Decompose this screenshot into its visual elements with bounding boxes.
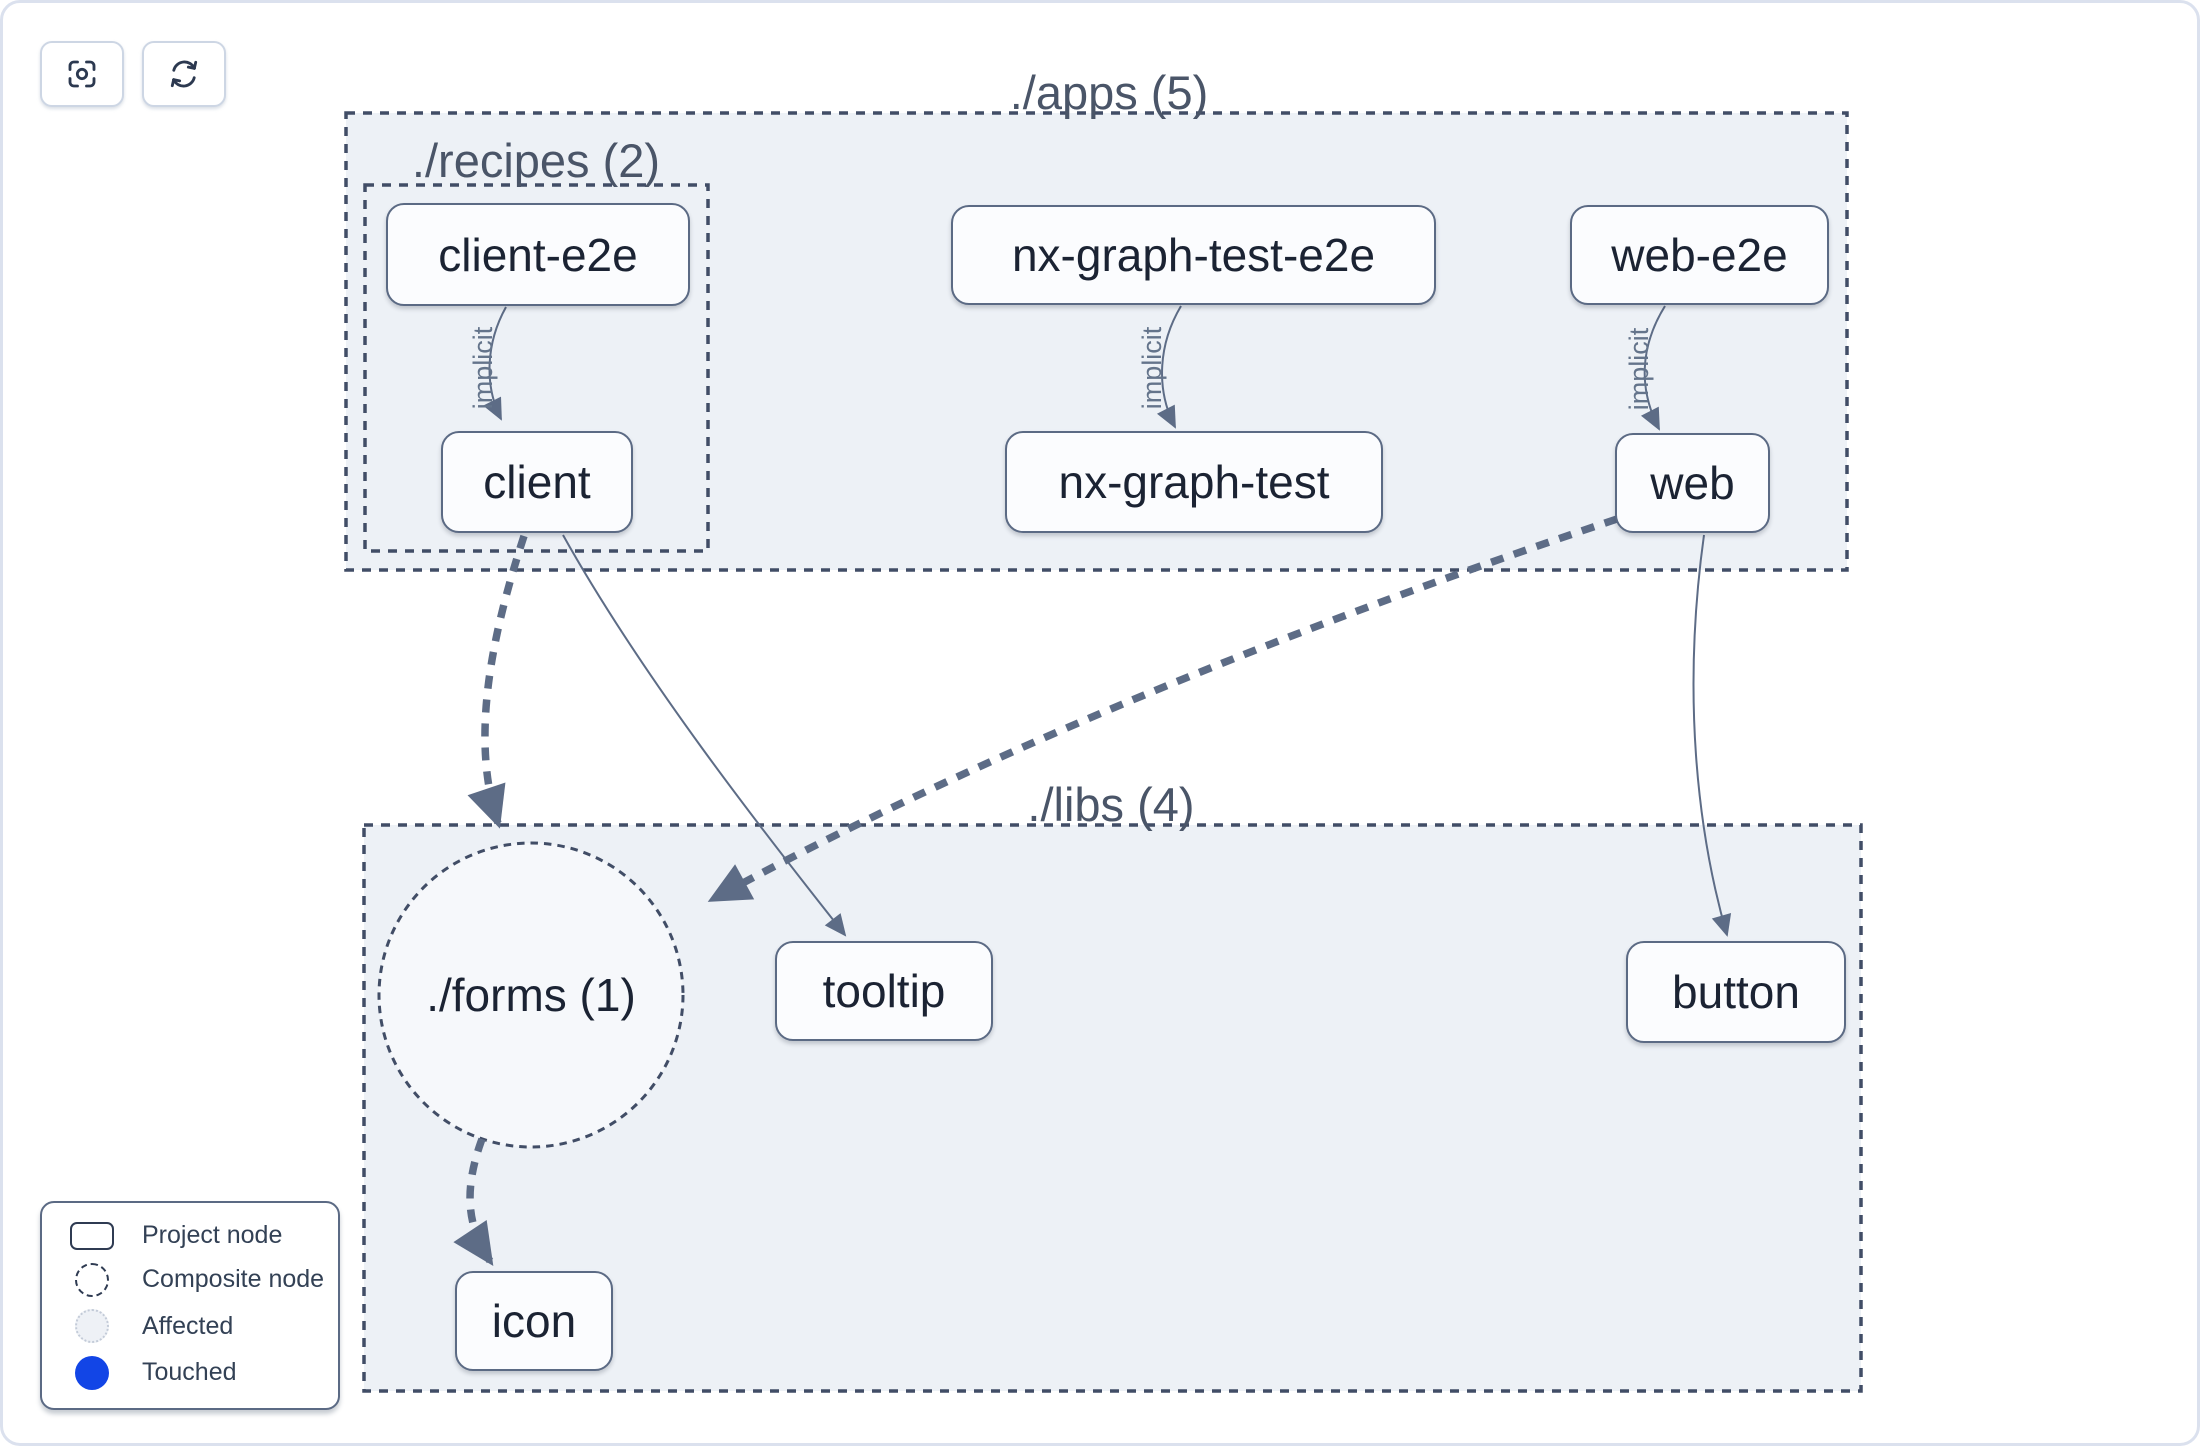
touched-swatch bbox=[68, 1355, 116, 1390]
focus-view-button[interactable] bbox=[40, 41, 124, 107]
legend-label: Touched bbox=[142, 1358, 237, 1387]
edge-web-to-button bbox=[1692, 534, 1732, 937]
legend-label: Affected bbox=[142, 1311, 234, 1340]
graph-toolbar bbox=[40, 41, 226, 107]
graph-edges-layer: ./apps (5) ./recipes (2) ./libs (4) impl… bbox=[344, 66, 1863, 1393]
node-tooltip[interactable]: tooltip bbox=[775, 941, 993, 1041]
node-web-e2e[interactable]: web-e2e bbox=[1570, 205, 1829, 305]
node-nx-graph-test-e2e[interactable]: nx-graph-test-e2e bbox=[951, 205, 1436, 305]
cluster-libs-label[interactable]: ./libs (4) bbox=[1027, 778, 1194, 831]
legend-item-project-node: Project node bbox=[42, 1221, 338, 1250]
node-client[interactable]: client bbox=[441, 431, 633, 533]
refresh-button[interactable] bbox=[142, 41, 226, 107]
edge-nx-graph-test-e2e-to-nx-graph-test bbox=[1156, 305, 1182, 429]
graph-legend: Project node Composite node Affected Tou… bbox=[40, 1201, 340, 1410]
legend-item-touched: Touched bbox=[42, 1355, 338, 1390]
project-node-swatch bbox=[68, 1221, 116, 1250]
legend-item-affected: Affected bbox=[42, 1309, 338, 1344]
node-nx-graph-test[interactable]: nx-graph-test bbox=[1005, 431, 1383, 533]
cluster-recipes bbox=[363, 183, 710, 553]
edge-client-e2e-to-client bbox=[483, 306, 507, 421]
node-button[interactable]: button bbox=[1626, 941, 1846, 1043]
cluster-recipes-label[interactable]: ./recipes (2) bbox=[412, 134, 660, 187]
composite-node-forms-label[interactable]: ./forms (1) bbox=[426, 969, 636, 1021]
legend-label: Project node bbox=[142, 1221, 283, 1250]
affected-swatch bbox=[68, 1309, 116, 1344]
edge-client-to-tooltip bbox=[562, 534, 847, 937]
legend-label: Composite node bbox=[142, 1265, 325, 1294]
node-icon[interactable]: icon bbox=[455, 1271, 613, 1371]
composite-node-forms[interactable] bbox=[377, 841, 685, 1149]
edge-label-implicit-1: implicit bbox=[468, 326, 498, 409]
refresh-icon bbox=[166, 56, 202, 92]
focus-icon bbox=[64, 56, 100, 92]
node-web[interactable]: web bbox=[1615, 433, 1770, 533]
edge-label-implicit-2: implicit bbox=[1137, 326, 1167, 409]
node-client-e2e[interactable]: client-e2e bbox=[386, 203, 690, 306]
cluster-apps-label[interactable]: ./apps (5) bbox=[1010, 66, 1209, 119]
composite-node-swatch bbox=[68, 1262, 116, 1297]
edge-label-implicit-3: implicit bbox=[1624, 327, 1654, 410]
edge-web-e2e-to-web bbox=[1640, 305, 1666, 431]
edge-client-to-forms bbox=[467, 534, 528, 829]
legend-item-composite-node: Composite node bbox=[42, 1262, 338, 1297]
